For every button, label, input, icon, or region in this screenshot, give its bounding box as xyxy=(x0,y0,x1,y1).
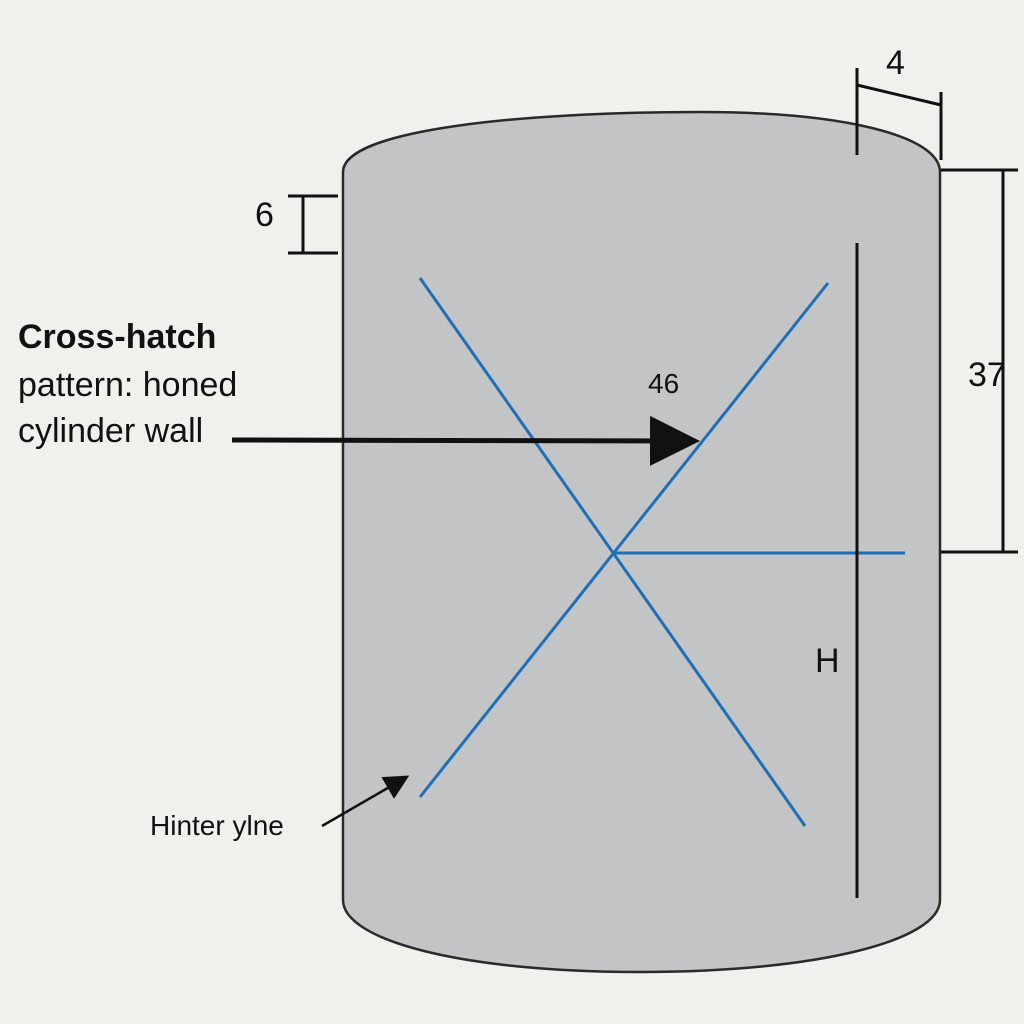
main-callout-line2: pattern: honed xyxy=(18,366,238,404)
height-symbol-label: H xyxy=(815,642,840,680)
secondary-callout-label: Hinter ylne xyxy=(150,810,284,841)
main-callout-title: Cross-hatch xyxy=(18,318,217,356)
cylinder-body xyxy=(341,110,942,974)
secondary-callout-arrow xyxy=(321,775,410,828)
center-angle-label: 46 xyxy=(648,368,680,399)
hatch-line-ascending xyxy=(418,282,830,798)
top-width-label: 4 xyxy=(886,44,905,82)
top-dim-line xyxy=(856,83,942,107)
main-callout-arrow xyxy=(231,415,700,466)
right-height-label: 37 xyxy=(968,356,1006,394)
top-offset-label: 6 xyxy=(255,196,274,234)
main-callout-line3: cylinder wall xyxy=(18,412,204,450)
